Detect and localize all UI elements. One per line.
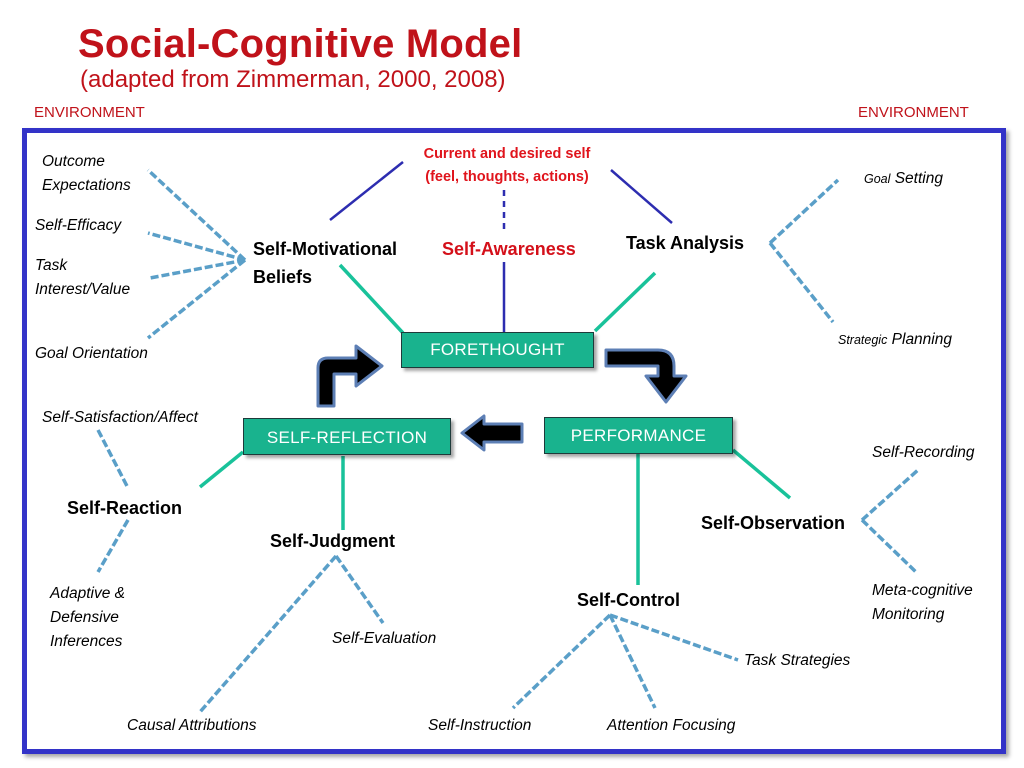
self-control-label: Self-Control bbox=[577, 590, 680, 610]
task-strategies-label: Task Strategies bbox=[744, 652, 851, 669]
connector-metacognitive bbox=[860, 518, 918, 574]
environment-label-right: ENVIRONMENT bbox=[858, 104, 969, 121]
self-reaction-label: Self-Reaction bbox=[67, 498, 183, 518]
process-connectors bbox=[198, 263, 792, 585]
connector-self-recording bbox=[860, 468, 920, 522]
connector-task-interest bbox=[149, 258, 246, 280]
connector-goal-orientation bbox=[146, 258, 247, 340]
connector-current-to-task-analysis bbox=[610, 169, 673, 224]
outcome-expectations-label: Outcome Expectations bbox=[42, 153, 131, 194]
performance-phase-box: PERFORMANCE bbox=[544, 417, 733, 454]
current-self-line1: Current and desired self bbox=[423, 146, 591, 162]
goal-setting-label: Goal Setting bbox=[864, 170, 943, 187]
connector-current-to-motivational bbox=[329, 161, 404, 221]
connector-task-strategies bbox=[609, 613, 739, 662]
connector-strategic-planning bbox=[768, 241, 835, 324]
adaptive-defensive-inferences-label: Adaptive & Defensive Inferences bbox=[50, 585, 125, 650]
causal-attributions-label: Causal Attributions bbox=[127, 717, 257, 734]
current-desired-self: Current and desired self (feel, thoughts… bbox=[400, 143, 614, 189]
self-recording-label: Self-Recording bbox=[872, 444, 975, 461]
forethought-phase-box: FORETHOUGHT bbox=[401, 332, 594, 368]
connector-goal-setting bbox=[768, 178, 840, 245]
self-evaluation-label: Self-Evaluation bbox=[332, 630, 437, 647]
self-awareness-label: Self-Awareness bbox=[442, 239, 576, 259]
connector-self-instruction bbox=[511, 613, 612, 710]
self-motivational-beliefs-label: Self-Motivational Beliefs bbox=[253, 239, 398, 287]
self-judgment-label: Self-Judgment bbox=[270, 531, 396, 551]
diagram-frame bbox=[22, 128, 1006, 754]
strategic-planning-label: Strategic Planning bbox=[838, 331, 952, 348]
task-analysis-label: Task Analysis bbox=[626, 233, 745, 253]
self-observation-label: Self-Observation bbox=[701, 513, 846, 533]
connector-motivational-forethought bbox=[338, 263, 405, 335]
connector-adaptive-inferences bbox=[96, 519, 130, 573]
arrow-reflection-to-forethought bbox=[316, 344, 384, 408]
connector-causal-attributions bbox=[198, 554, 338, 714]
connector-task-analysis-forethought bbox=[593, 271, 657, 333]
self-satisfaction-label: Self-Satisfaction/Affect bbox=[42, 409, 198, 426]
connector-self-satisfaction bbox=[96, 429, 130, 489]
subprocess-connectors bbox=[96, 168, 920, 714]
environment-label-left: ENVIRONMENT bbox=[34, 104, 145, 121]
attention-focusing-label: Attention Focusing bbox=[607, 717, 736, 734]
current-self-line2: (feel, thoughts, actions) bbox=[425, 169, 589, 185]
connector-self-evaluation bbox=[334, 554, 385, 625]
goal-orientation-label: Goal Orientation bbox=[35, 345, 148, 362]
arrow-forethought-to-performance bbox=[604, 348, 688, 404]
self-efficacy-label: Self-Efficacy bbox=[35, 217, 122, 234]
self-instruction-label: Self-Instruction bbox=[428, 717, 532, 734]
connector-outcome-expectations bbox=[146, 168, 247, 262]
awareness-connectors bbox=[329, 161, 673, 332]
self-reflection-phase-box: SELF-REFLECTION bbox=[243, 418, 451, 455]
metacognitive-monitoring-label: Meta-cognitive Monitoring bbox=[872, 582, 973, 623]
connector-reflection-self-reaction bbox=[198, 450, 245, 489]
connector-self-efficacy bbox=[147, 231, 246, 262]
page-subtitle: (adapted from Zimmerman, 2000, 2008) bbox=[80, 66, 506, 93]
connector-attention-focusing bbox=[608, 614, 657, 709]
connector-performance-self-observation bbox=[731, 448, 792, 500]
arrow-performance-to-reflection bbox=[460, 414, 524, 452]
task-interest-label: Task Interest/Value bbox=[35, 257, 131, 298]
page-title: Social-Cognitive Model bbox=[78, 22, 523, 66]
